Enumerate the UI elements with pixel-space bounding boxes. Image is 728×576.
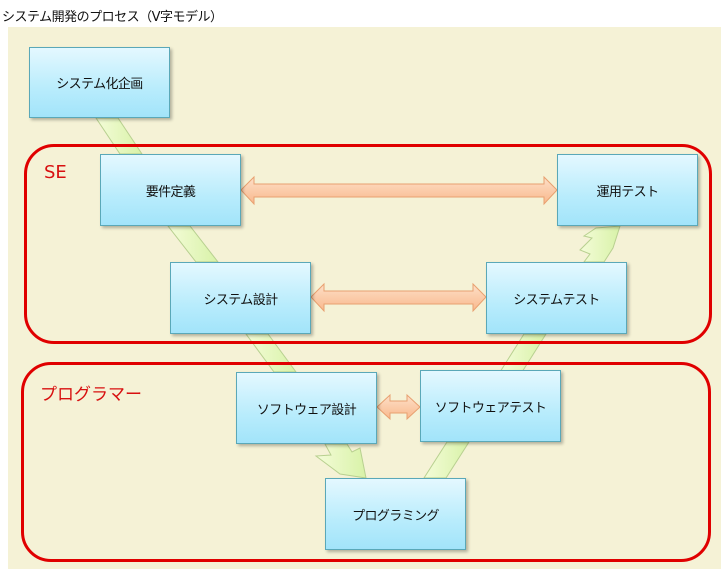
step-software-test[interactable]: ソフトウェアテスト: [420, 370, 561, 442]
programmer-region: [21, 362, 711, 562]
se-region-label: SE: [44, 162, 67, 183]
step-system-test[interactable]: システムテスト: [486, 262, 627, 334]
step-operation-test[interactable]: 運用テスト: [557, 154, 698, 226]
flow-arrow-software-design-programming: [314, 443, 367, 479]
se-region: [24, 144, 712, 344]
step-system-design[interactable]: システム設計: [170, 262, 311, 334]
page-title: システム開発のプロセス（V字モデル）: [2, 10, 223, 25]
step-software-design[interactable]: ソフトウェア設計: [236, 372, 377, 444]
programmer-region-label: プログラマー: [40, 385, 142, 405]
step-programming[interactable]: プログラミング: [325, 478, 466, 550]
step-requirements[interactable]: 要件定義: [100, 154, 241, 226]
step-planning[interactable]: システム化企画: [29, 47, 170, 118]
flow-arrow-system-test-operation-test: [579, 225, 621, 263]
